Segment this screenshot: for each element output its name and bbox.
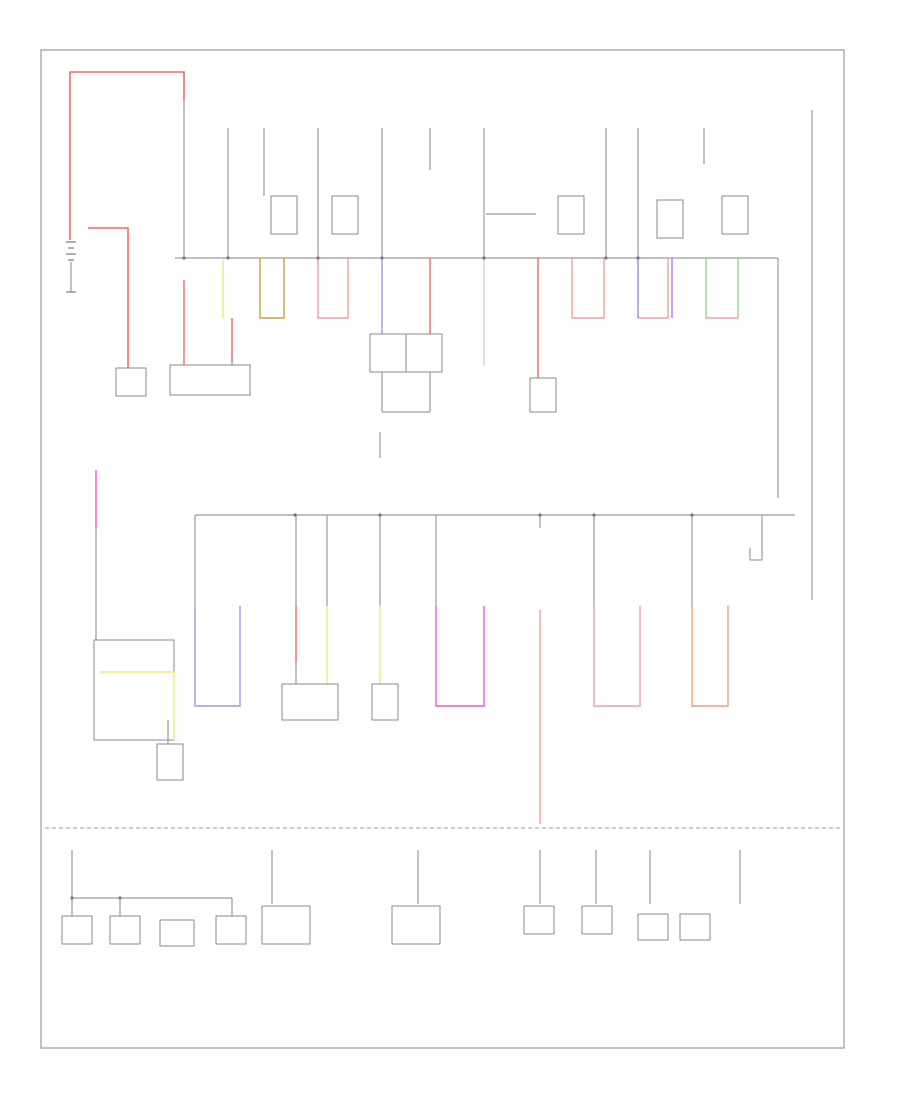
generator-box: [169, 364, 251, 396]
diagram-frame: [40, 49, 845, 1049]
lower-fuse-box-module: [529, 377, 557, 413]
relay-2: [331, 195, 359, 235]
relay-4: [656, 199, 684, 239]
bottom-fuse-taps: [71, 850, 741, 916]
battery-symbol: [66, 241, 76, 293]
bottom-components: [61, 905, 711, 947]
lower-fuse-taps: [194, 515, 763, 606]
starter-box: [115, 367, 147, 397]
relay-1: [270, 195, 298, 235]
lower-colored-loops: [95, 470, 729, 824]
relay-5: [721, 195, 749, 235]
ignition-switch-module: [369, 333, 443, 458]
upper-colored-loops: [222, 258, 739, 378]
upper-fuse-taps: [227, 128, 705, 258]
lower-loads: [281, 662, 399, 721]
junction-dots: [70, 256, 694, 900]
relay-3: [557, 195, 585, 235]
left-switch-block: [93, 528, 184, 781]
battery-feed-wiring: [69, 71, 185, 368]
